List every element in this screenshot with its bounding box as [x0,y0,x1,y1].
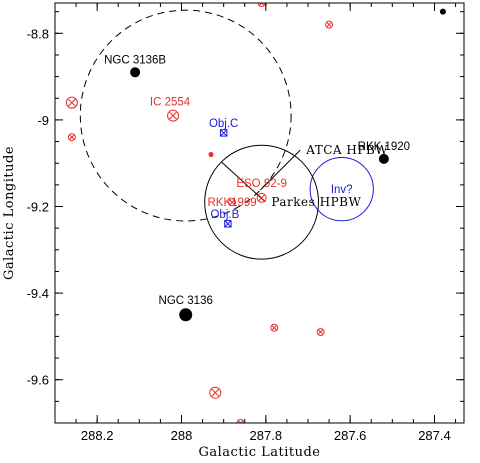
x-tick-label: 287.6 [334,428,367,443]
black-galaxy-point [130,67,141,78]
y-tick-label: -9.2 [27,200,49,215]
beam-circles [79,9,374,260]
red-point-circle [316,328,325,337]
red-point-cross [69,134,75,140]
obj-c-label: Obj.C [209,118,238,130]
black-galaxy-point [378,153,389,164]
ic-2554-label: IC 2554 [150,97,191,109]
red-galaxy-point [208,152,214,158]
red-galaxy-point [236,419,245,423]
red-galaxy-point [256,192,267,203]
parkes-hpbw-label: Parkes HPBW [271,195,361,209]
blue-marker-square [224,220,232,228]
red-point-cross [68,98,76,107]
atca-hpbw-label: ATCA HPBW [305,143,388,157]
red-galaxy-point [65,96,78,109]
parkes-hpbw-circle [204,144,320,260]
rkk-1920-label: RKK 1920 [358,141,410,153]
red-galaxy-point [316,328,325,337]
beam-leader-lines: Inv?Parkes HPBW ATCA HPBW [221,143,388,209]
x-axis-title: Galactic Latitude [199,445,321,460]
ngc-3136b-label: NGC 3136B [104,54,166,66]
red-point-cross [238,420,242,423]
ngc-3136-label: NGC 3136 [159,295,213,307]
blue-object-marker [224,220,232,228]
red-galaxy-point [228,198,237,207]
red-point-cross [229,199,235,205]
red-point-circle [257,3,266,7]
red-point-circle [209,386,222,399]
red-galaxy-point [270,323,279,332]
red-galaxy-point [67,133,76,142]
obj-b-label: Obj.B [210,209,239,221]
red-point-circle [270,323,279,332]
red-point-circle [167,109,180,122]
y-tick-label: -9 [37,113,49,128]
y-tick-label: -8.8 [27,26,49,41]
y-tick-label: -9.6 [27,373,49,388]
red-galaxy-point [209,386,222,399]
x-tick-label: 288 [171,428,193,443]
red-point-cross [169,111,177,120]
inv-label: Inv? [331,184,353,196]
red-point-circle [67,133,76,142]
red-point-circle [256,192,267,203]
red-point-cross [211,388,219,397]
inv-circle [309,157,374,222]
plot-border [54,2,465,424]
black-galaxy-point [439,8,446,15]
x-tick-label: 287.8 [250,428,283,443]
red-point-circle [228,198,237,207]
y-axis-title: Galactic Longitude [2,146,17,280]
red-point-cross [318,329,324,335]
black-galaxy-point [179,308,193,322]
red-point-circle [236,419,245,423]
atca-hpbw-circle [79,9,292,222]
blue-object-marker [219,129,228,137]
red-point-circle [65,96,78,109]
rkk1999-label: RKK1999 [207,197,256,209]
red-point-circle [325,20,334,29]
red-point-cross [326,22,332,28]
data-points [65,3,446,423]
plot-frame [54,2,465,424]
atca-hpbw-leader-line [259,149,301,191]
x-tick-label: 287.4 [418,428,451,443]
y-tick-label: -9.4 [27,286,49,301]
red-point-cross [239,420,244,423]
red-point-cross [271,325,277,331]
eso-92-9-label: ESO 92-9 [236,178,287,190]
blue-marker-cross [224,220,232,228]
red-galaxy-point [167,109,180,122]
x-tick-label: 288.2 [81,428,114,443]
red-point-cross [258,194,265,201]
blue-marker-cross [220,129,228,137]
blue-marker-square [219,129,228,137]
red-galaxy-point [325,20,334,29]
axis-ticks: 288.2 288 287.8 287.6 287.4 -8.8 -9 -9.2 -9.4 -9.… [27,3,464,443]
